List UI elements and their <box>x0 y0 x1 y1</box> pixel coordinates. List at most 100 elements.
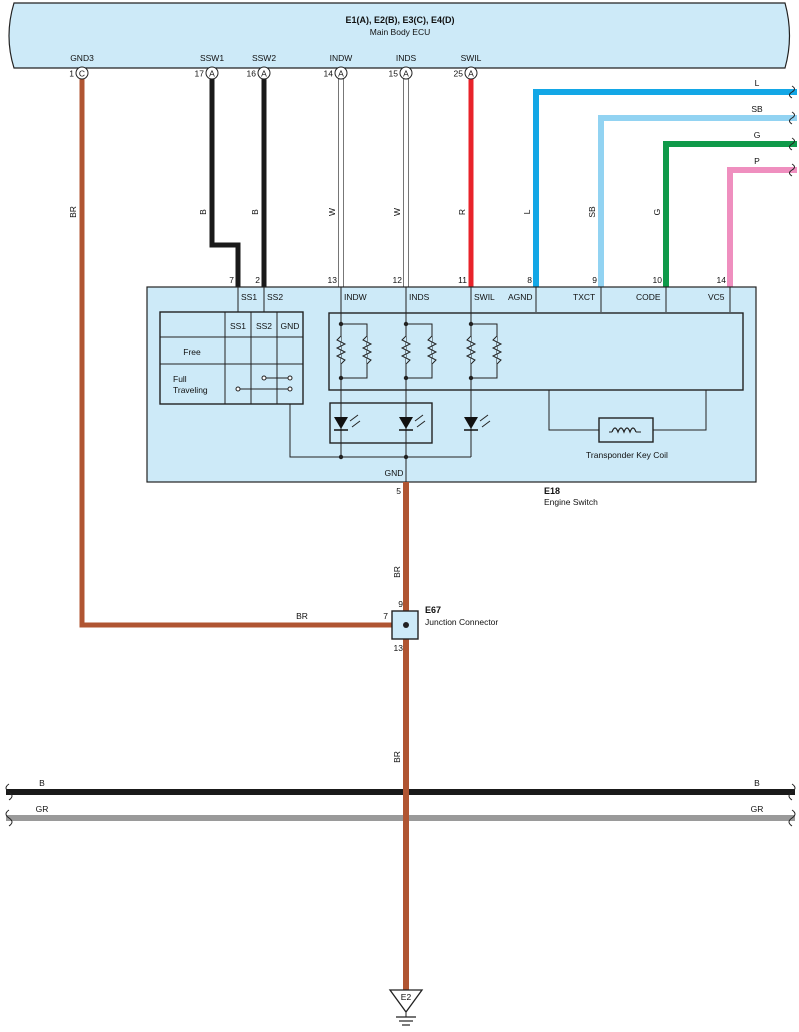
internal-ground-bus <box>289 404 471 482</box>
gnd-pin-number: 5 <box>396 486 401 496</box>
switch-pin-names: SS1 SS2 INDW INDS SWIL AGND TXCT CODE VC… <box>241 292 725 302</box>
svg-text:SS1: SS1 <box>241 292 257 302</box>
break-mark <box>789 137 795 151</box>
svg-text:B: B <box>754 778 760 788</box>
svg-text:25: 25 <box>454 69 464 79</box>
svg-text:C: C <box>79 69 85 79</box>
wire-b-ssw1 <box>209 79 241 287</box>
svg-text:R: R <box>457 209 467 215</box>
wire-br-gnd3 <box>79 79 392 628</box>
svg-text:INDW: INDW <box>344 292 367 302</box>
wire-codes: BR B B W W R L SB G L SB G P <box>68 78 763 218</box>
svg-text:BR: BR <box>68 206 78 218</box>
svg-text:SS1: SS1 <box>230 321 246 331</box>
svg-text:GR: GR <box>751 804 764 814</box>
svg-text:A: A <box>468 69 474 79</box>
break-mark <box>789 163 795 177</box>
svg-text:12: 12 <box>393 275 403 285</box>
svg-text:G: G <box>754 130 761 140</box>
ecu-connectors: C 1 A 17 A 16 A 14 A 15 A 25 <box>69 66 478 80</box>
engine-switch-id: E18 <box>544 486 560 496</box>
ecu-title: E1(A), E2(B), E3(C), E4(D) <box>345 15 454 25</box>
svg-text:13: 13 <box>328 275 338 285</box>
led-block <box>329 378 491 457</box>
wire-l <box>533 89 797 287</box>
svg-text:14: 14 <box>717 275 727 285</box>
svg-text:GR: GR <box>36 804 49 814</box>
svg-text:SWIL: SWIL <box>474 292 495 302</box>
bus-lines: B B GR GR <box>5 778 796 827</box>
ecu-pin-name: SWIL <box>461 53 482 63</box>
svg-text:Full: Full <box>173 374 187 384</box>
svg-text:L: L <box>522 209 532 214</box>
svg-text:E2: E2 <box>401 992 412 1002</box>
ecu-pin-name: SSW2 <box>252 53 276 63</box>
svg-text:9: 9 <box>398 599 403 609</box>
switch-position-table: SS1 SS2 GND Free Full Traveling <box>159 311 304 405</box>
svg-text:Free: Free <box>183 347 201 357</box>
wire-sb <box>598 115 797 287</box>
svg-text:17: 17 <box>195 69 205 79</box>
svg-text:7: 7 <box>383 611 388 621</box>
svg-text:G: G <box>652 209 662 216</box>
wire-p <box>727 167 797 287</box>
svg-text:11: 11 <box>458 275 467 285</box>
svg-text:A: A <box>261 69 267 79</box>
svg-text:VC5: VC5 <box>708 292 725 302</box>
ecu-pin-name: GND3 <box>70 53 94 63</box>
wire-g <box>663 141 797 287</box>
svg-text:Junction Connector: Junction Connector <box>425 617 498 627</box>
break-mark <box>789 85 795 99</box>
transponder-key-coil: Transponder Key Coil <box>548 390 707 460</box>
svg-text:9: 9 <box>592 275 597 285</box>
gnd-label: GND <box>385 468 404 478</box>
coil-label: Transponder Key Coil <box>586 450 668 460</box>
svg-text:W: W <box>392 208 402 216</box>
svg-text:TXCT: TXCT <box>573 292 595 302</box>
resistor-block <box>328 312 744 391</box>
ground-symbol: E2 <box>388 989 424 1026</box>
svg-text:7: 7 <box>229 275 234 285</box>
break-mark <box>789 111 795 125</box>
svg-text:A: A <box>403 69 409 79</box>
svg-text:W: W <box>327 208 337 216</box>
svg-text:B: B <box>39 778 45 788</box>
wire-code-br: BR <box>392 566 402 578</box>
svg-text:GND: GND <box>281 321 300 331</box>
switch-pin-numbers: 7 2 13 12 11 8 9 10 14 <box>229 275 726 285</box>
svg-text:SS2: SS2 <box>256 321 272 331</box>
svg-text:CODE: CODE <box>636 292 661 302</box>
ecu-pin-name: SSW1 <box>200 53 224 63</box>
svg-text:AGND: AGND <box>508 292 533 302</box>
switch-pin-dividers <box>237 287 731 312</box>
svg-text:15: 15 <box>389 69 399 79</box>
svg-text:L: L <box>755 78 760 88</box>
junction-connector: 9 7 13 E67 Junction Connector <box>383 599 498 653</box>
ecu-pin-name: INDS <box>396 53 417 63</box>
svg-text:B: B <box>198 209 208 215</box>
svg-text:INDS: INDS <box>409 292 430 302</box>
svg-text:10: 10 <box>653 275 663 285</box>
engine-switch-name: Engine Switch <box>544 497 598 507</box>
main-body-ecu <box>8 2 791 69</box>
wire-code-br: BR <box>392 751 402 763</box>
wire-code-br: BR <box>296 611 308 621</box>
svg-text:16: 16 <box>247 69 257 79</box>
svg-text:14: 14 <box>324 69 334 79</box>
svg-text:Traveling: Traveling <box>173 385 208 395</box>
svg-text:SB: SB <box>751 104 763 114</box>
svg-text:1: 1 <box>69 69 74 79</box>
ecu-pin-name: INDW <box>330 53 353 63</box>
svg-text:A: A <box>209 69 215 79</box>
svg-text:2: 2 <box>255 275 260 285</box>
ecu-subtitle: Main Body ECU <box>370 27 430 37</box>
svg-text:A: A <box>338 69 344 79</box>
wire-w-indw <box>338 78 344 288</box>
svg-text:13: 13 <box>394 643 404 653</box>
svg-text:SS2: SS2 <box>267 292 283 302</box>
svg-text:E67: E67 <box>425 605 441 615</box>
svg-text:8: 8 <box>527 275 532 285</box>
wire-w-inds <box>403 78 409 288</box>
svg-text:P: P <box>754 156 760 166</box>
